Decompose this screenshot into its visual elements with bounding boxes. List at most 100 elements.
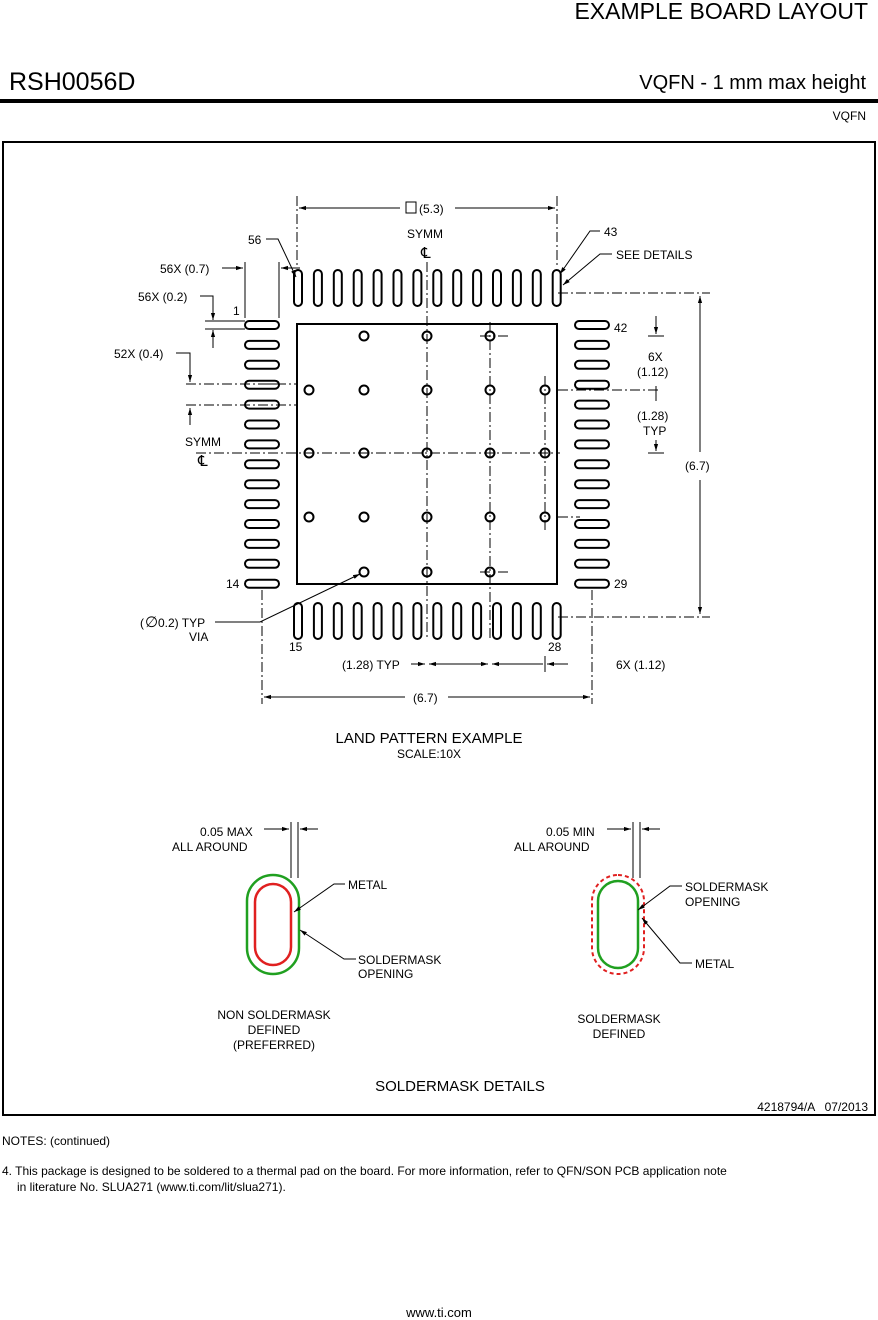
pad bbox=[574, 479, 610, 490]
via bbox=[303, 511, 315, 523]
via bbox=[358, 330, 370, 342]
via bbox=[539, 447, 551, 459]
pin-56-label: 56 bbox=[248, 233, 262, 247]
pin-14-label: 14 bbox=[226, 577, 240, 591]
pad bbox=[244, 558, 280, 569]
pad bbox=[372, 602, 383, 640]
pad bbox=[574, 439, 610, 450]
pad-column-left bbox=[244, 320, 280, 589]
nsmd-metal-label: METAL bbox=[348, 878, 387, 892]
pin-28-label: 28 bbox=[548, 640, 562, 654]
dim-top-span bbox=[299, 201, 555, 214]
nsmd-caption-3: (PREFERRED) bbox=[233, 1038, 315, 1052]
nsmd-opening bbox=[245, 873, 301, 976]
via bbox=[421, 330, 433, 342]
pad bbox=[452, 269, 463, 307]
pad bbox=[574, 519, 610, 529]
pad bbox=[412, 602, 423, 640]
smd-metal bbox=[596, 879, 640, 970]
centerline-symbol-left: ℄ bbox=[197, 453, 208, 470]
pad-width-label: 56X (0.7) bbox=[160, 262, 209, 276]
pad bbox=[574, 459, 610, 470]
land-pattern-title: LAND PATTERN EXAMPLE bbox=[336, 730, 523, 747]
pad bbox=[392, 269, 403, 307]
pin-43-label: 43 bbox=[604, 225, 618, 239]
nsmd-caption-1: NON SOLDERMASK bbox=[217, 1008, 330, 1022]
pad bbox=[472, 602, 483, 640]
pad bbox=[244, 320, 280, 330]
pin-42-label: 42 bbox=[614, 321, 628, 335]
land-pattern-scale: SCALE:10X bbox=[397, 747, 461, 761]
footer-url[interactable]: www.ti.com bbox=[406, 1305, 472, 1320]
via bbox=[421, 447, 433, 459]
pad bbox=[574, 419, 610, 430]
via bbox=[358, 511, 370, 523]
via bbox=[303, 384, 315, 396]
centerline-symbol-top: ℄ bbox=[420, 245, 431, 262]
note-4-line-2: in literature No. SLUA271 (www.ti.com/li… bbox=[17, 1180, 286, 1194]
pad bbox=[312, 602, 323, 640]
pad bbox=[574, 499, 610, 510]
pad bbox=[244, 379, 280, 390]
package-code: VQFN bbox=[832, 109, 866, 123]
overall-height-label: (6.7) bbox=[685, 459, 710, 473]
drawing-id: 4218794/A 07/2013 bbox=[757, 1100, 868, 1114]
pad bbox=[432, 269, 443, 307]
via bbox=[421, 566, 433, 578]
smd-metal-label: METAL bbox=[695, 957, 734, 971]
nsmd-opening-label-2: OPENING bbox=[358, 967, 413, 981]
pad bbox=[511, 602, 522, 640]
notes-heading: NOTES: (continued) bbox=[2, 1134, 111, 1148]
via-pitch-count: 6X bbox=[648, 350, 663, 364]
pad bbox=[244, 499, 280, 510]
smd-dim-around: ALL AROUND bbox=[514, 840, 590, 854]
pin-15-label: 15 bbox=[289, 640, 303, 654]
dim-top-span-label: (5.3) bbox=[419, 202, 444, 216]
centerlines bbox=[186, 196, 710, 704]
pad bbox=[551, 602, 562, 640]
thermal-vias bbox=[303, 330, 551, 578]
pad bbox=[574, 359, 610, 370]
via bbox=[484, 447, 496, 459]
smd-opening bbox=[591, 874, 645, 975]
nsmd-dim-around: ALL AROUND bbox=[172, 840, 248, 854]
pitch-label: 52X (0.4) bbox=[114, 347, 163, 361]
via-spacing-value: (1.28) bbox=[637, 409, 668, 423]
pad bbox=[492, 269, 502, 307]
pad bbox=[412, 269, 423, 307]
pad bbox=[244, 519, 280, 529]
pad bbox=[244, 359, 280, 370]
nsmd-metal bbox=[253, 882, 293, 967]
pad-height-label: 56X (0.2) bbox=[138, 290, 187, 304]
drawing-frame bbox=[2, 141, 876, 1116]
via-pitch-value: (1.12) bbox=[637, 365, 668, 379]
pad bbox=[332, 269, 343, 307]
overall-width-label: (6.7) bbox=[413, 691, 438, 705]
via-diameter-open: ( bbox=[140, 616, 144, 630]
pad bbox=[352, 602, 363, 640]
pad bbox=[293, 602, 303, 640]
pad bbox=[511, 269, 522, 307]
pad bbox=[244, 459, 280, 470]
pad bbox=[352, 269, 363, 307]
pad bbox=[312, 269, 323, 307]
see-details-label: SEE DETAILS bbox=[616, 248, 692, 262]
pad bbox=[293, 269, 303, 307]
via bbox=[539, 511, 551, 523]
pad bbox=[551, 269, 562, 307]
header-rule bbox=[0, 99, 878, 103]
pad bbox=[244, 538, 280, 549]
pad bbox=[332, 602, 343, 640]
document-title: EXAMPLE BOARD LAYOUT bbox=[574, 0, 868, 24]
diameter-symbol: ∅ bbox=[145, 614, 158, 631]
soldermask-title: SOLDERMASK DETAILS bbox=[375, 1078, 545, 1095]
via-diameter-label: 0.2) TYP bbox=[158, 616, 205, 630]
symm-label-left: SYMM bbox=[185, 435, 221, 449]
pad bbox=[392, 602, 403, 640]
smd-dim-value: 0.05 MIN bbox=[546, 825, 595, 839]
via bbox=[421, 384, 433, 396]
via bbox=[484, 384, 496, 396]
pad bbox=[574, 339, 610, 350]
part-number: RSH0056D bbox=[9, 68, 136, 96]
pad bbox=[531, 269, 542, 307]
